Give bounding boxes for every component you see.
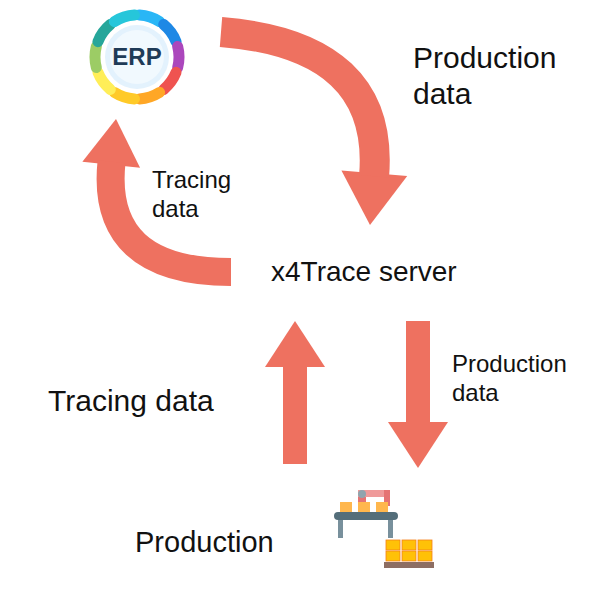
flow-arrow: [388, 321, 448, 468]
edge-label: Tracing data: [152, 166, 272, 224]
edge-label: Production data: [413, 40, 593, 112]
server-name: x4Trace server: [271, 255, 461, 289]
production-line-illustration: [330, 488, 440, 572]
edge-label: Production data: [452, 350, 592, 408]
erp-icon: ERP: [87, 7, 187, 107]
edge-label: Tracing data: [48, 383, 248, 419]
erp-text: ERP: [87, 43, 187, 71]
production-node: Production: [130, 488, 442, 572]
production-title: Production: [135, 525, 274, 559]
flow-arrow: [221, 32, 407, 225]
server-label: x4Trace server: [271, 255, 461, 293]
flow-arrow: [265, 321, 325, 464]
